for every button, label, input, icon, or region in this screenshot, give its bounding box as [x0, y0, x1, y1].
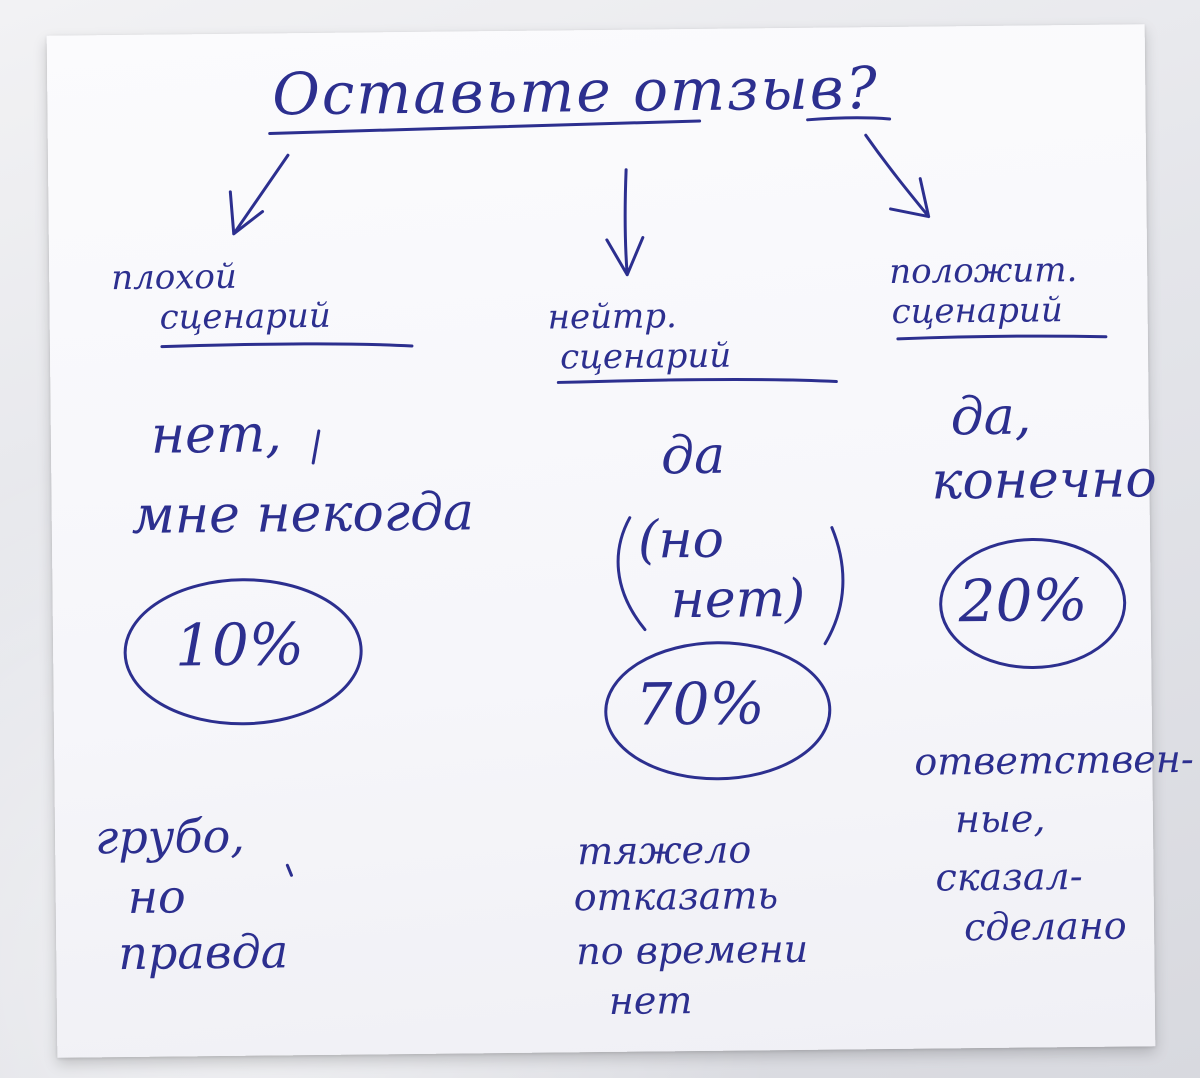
title-underline — [268, 119, 702, 135]
answer-comma-mark — [311, 429, 321, 465]
sticky-note: Оставьте отзыв? плохой сценарий нет, мне… — [46, 24, 1194, 1058]
pen-strokes — [123, 116, 1127, 877]
label-positive-line2: сценарий — [891, 290, 1063, 332]
note-neutral-line3: по времени — [576, 926, 809, 974]
answer-bad-line1: нет, — [150, 404, 283, 466]
label-neutral-line1: нейтр. — [547, 296, 678, 338]
percent-oval-right — [939, 537, 1127, 669]
note-positive-line1: ответствен- — [914, 736, 1194, 784]
label-bad-line2: сценарий — [159, 295, 331, 338]
label-neutral-line2: сценарий — [559, 335, 732, 378]
arrow-middle — [605, 168, 645, 277]
note-positive-line3: сказал- — [935, 853, 1083, 900]
percent-bad: 10% — [174, 610, 305, 680]
answer-neutral-line1: да — [660, 425, 726, 487]
answer-neutral-line3: нет) — [670, 568, 806, 631]
label-underline-left — [160, 342, 414, 349]
percent-positive: 20% — [958, 565, 1088, 636]
percent-oval-left — [123, 578, 363, 726]
note-neutral-line1: тяжело — [577, 827, 752, 874]
hyphen-mark-left — [285, 863, 293, 877]
label-underline-right — [896, 334, 1108, 341]
percent-neutral: 70% — [635, 669, 765, 739]
label-underline-middle — [556, 377, 838, 384]
note-neutral-line2: отказать — [573, 873, 779, 920]
title-underline-right — [806, 116, 892, 122]
note-bad-line3: правда — [118, 924, 289, 981]
open-bracket — [616, 516, 647, 632]
answer-positive-line1: да, — [950, 386, 1032, 448]
percent-oval-middle — [604, 641, 832, 781]
label-positive-line1: положит. — [888, 249, 1078, 292]
note-neutral-line4: нет — [608, 978, 693, 1023]
answer-bad-line2: мне некогда — [131, 482, 475, 546]
answer-neutral-line2: (но — [637, 509, 725, 571]
note-bad-line2: но — [127, 869, 186, 924]
note-title: Оставьте отзыв? — [271, 54, 879, 129]
arrow-right — [864, 133, 931, 219]
note-bad-line1: грубо, — [94, 808, 246, 865]
arrow-left — [228, 153, 290, 236]
close-bracket — [823, 526, 845, 646]
label-bad-line1: плохой — [111, 256, 237, 299]
note-positive-line2: ные, — [954, 796, 1046, 842]
note-positive-line4: сделано — [963, 903, 1127, 950]
answer-positive-line2: конечно — [931, 449, 1157, 512]
